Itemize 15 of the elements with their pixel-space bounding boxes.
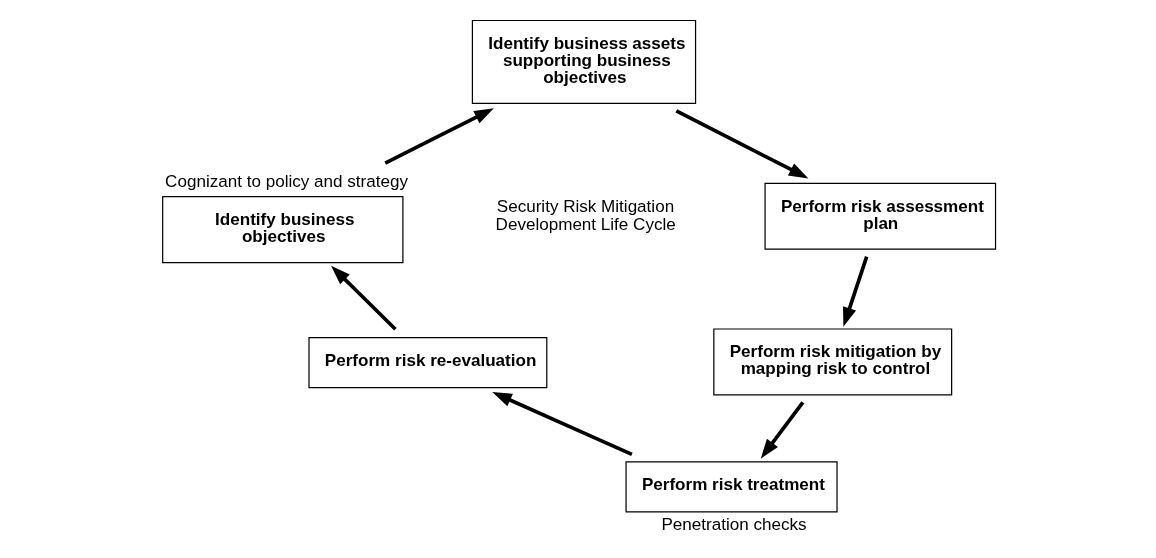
arrow	[383, 108, 494, 165]
arrow	[675, 109, 808, 179]
label: Security Risk Mitigation Development Life Cycle	[495, 196, 676, 234]
arrow	[760, 401, 804, 459]
arrow	[842, 256, 868, 327]
node-box: Perform risk assessment plan	[763, 182, 996, 250]
arrow	[330, 265, 397, 331]
node-box: Perform risk treatment	[624, 461, 838, 513]
node-label: Penetration checks	[660, 515, 807, 535]
arrow	[491, 392, 633, 457]
node-box: Identify business assets supporting business objectives	[471, 19, 696, 104]
node-box: Perform risk re-evaluation	[307, 336, 547, 389]
node-box: Perform risk mitigation by mapping risk to control	[712, 328, 952, 396]
node-label: Cognizant to policy and strategy	[164, 172, 408, 192]
node-box: Identify business objectives	[161, 196, 404, 264]
